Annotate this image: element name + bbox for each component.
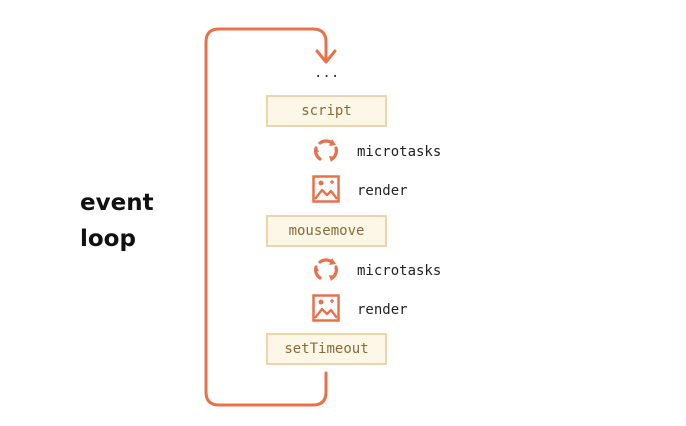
step-microtasks: microtasks: [357, 263, 442, 279]
step-render: render: [357, 183, 408, 199]
cycle-arrows-icon: [314, 139, 338, 162]
ellipsis: ...: [314, 65, 340, 81]
image-icon: [312, 294, 340, 322]
cycle-arrows-icon: [314, 258, 338, 281]
loop-path: [204, 27, 328, 407]
task-settimeout: setTimeout: [266, 333, 387, 365]
task-script: script: [266, 95, 387, 127]
diagram-title: event loop: [80, 185, 180, 257]
step-render: render: [357, 302, 408, 318]
step-microtasks: microtasks: [357, 144, 442, 160]
arrowhead-icon: [315, 49, 337, 64]
title-line-1: event: [80, 190, 154, 216]
image-icon: [312, 175, 340, 203]
title-line-2: loop: [80, 226, 136, 252]
task-mousemove: mousemove: [266, 215, 387, 247]
